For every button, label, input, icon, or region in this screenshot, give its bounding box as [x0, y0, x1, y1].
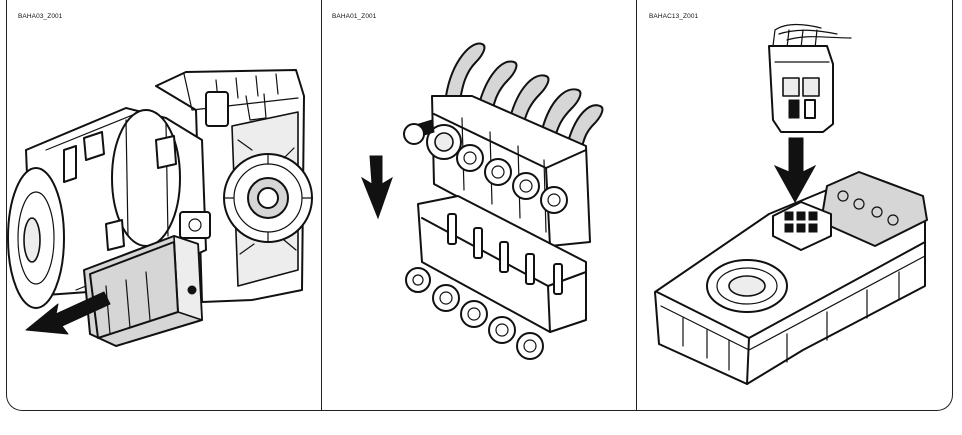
terminal-socket — [405, 195, 587, 360]
panel-divider — [321, 0, 322, 411]
panel-caption: BAHA01_Z001 — [332, 13, 377, 20]
panel-motor-housing: BAHA03_Z001 — [6, 0, 321, 410]
panel-caption: BAHA03_Z001 — [18, 13, 63, 20]
panel-connector-module: BAHAC13_Z001 — [637, 0, 953, 410]
terminal-block-illustration — [360, 42, 604, 360]
panel-divider — [636, 0, 637, 411]
module-base — [654, 171, 928, 385]
connector-plug — [768, 45, 834, 133]
wire-bundle — [445, 42, 604, 147]
arrow-left-icon — [25, 291, 111, 335]
arrow-down-icon — [773, 137, 817, 204]
gearbox-housing — [155, 69, 313, 303]
connector-wires — [772, 23, 852, 49]
panel-terminal-block: BAHA01_Z001 — [322, 0, 636, 410]
arrow-down-icon — [360, 155, 393, 220]
terminal-cover — [83, 211, 211, 347]
motor-housing-illustration — [7, 69, 313, 347]
panel-caption: BAHAC13_Z001 — [649, 13, 699, 20]
terminal-plug — [403, 95, 591, 247]
connector-module-illustration — [654, 23, 928, 385]
figure-frame — [6, 0, 953, 411]
